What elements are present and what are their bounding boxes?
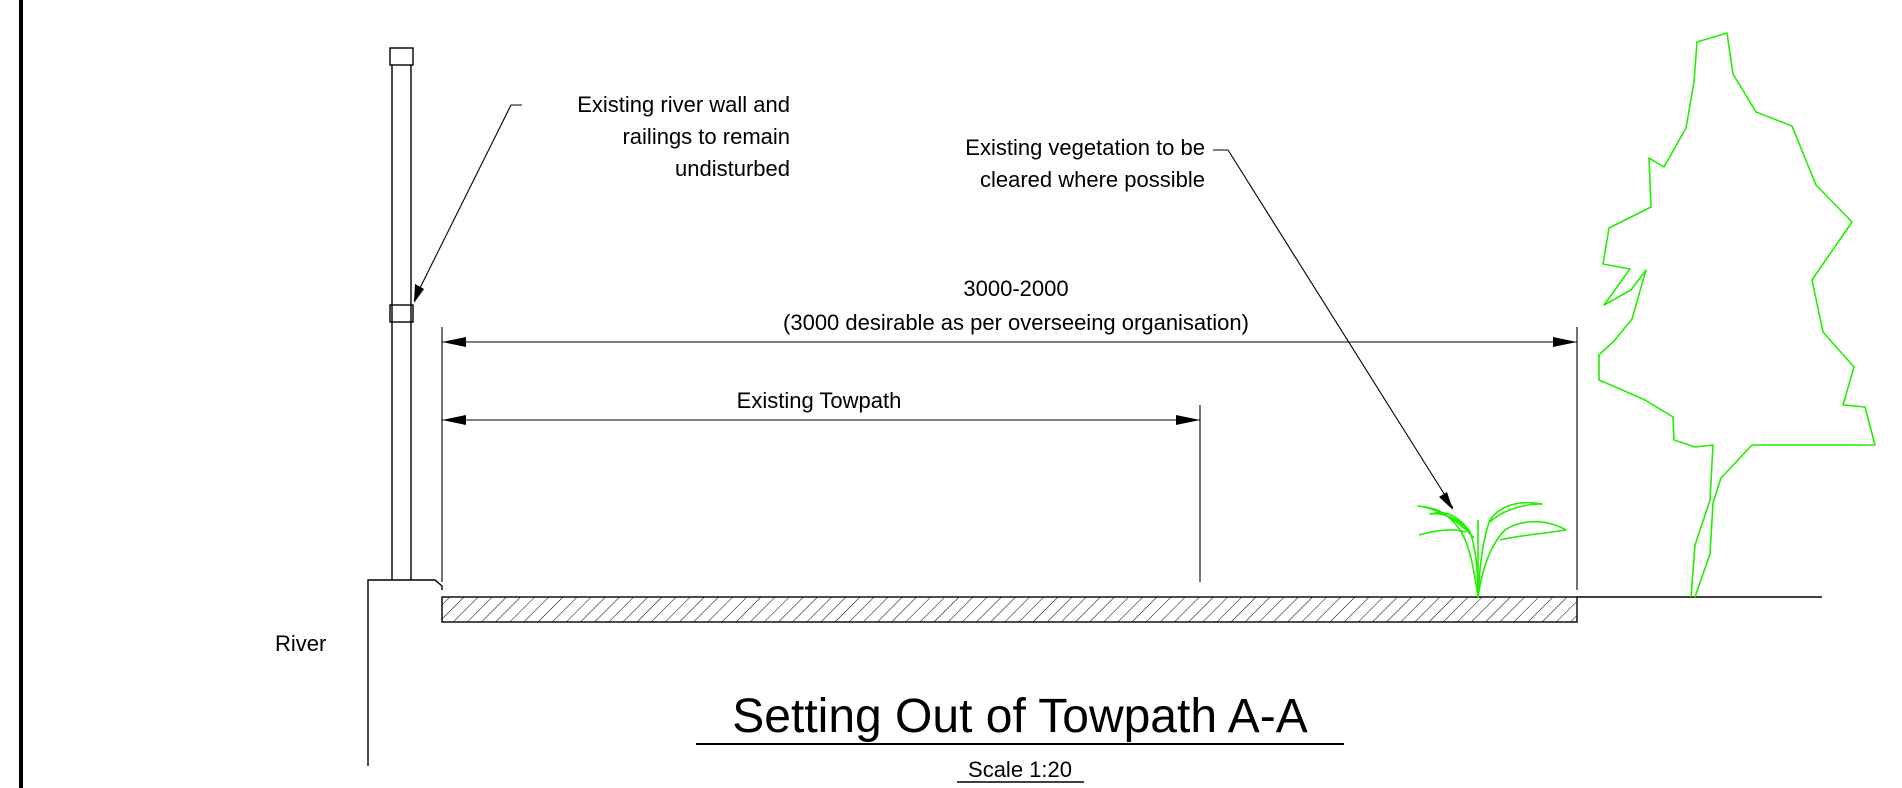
- leader-wall: [413, 104, 522, 303]
- drawing-scale: Scale 1:20: [968, 757, 1072, 782]
- drawing-title: Setting Out of Towpath A-A: [732, 690, 1307, 743]
- railing-post-icon: [389, 47, 414, 580]
- river-wall: [367, 579, 443, 766]
- dimension-arrow-icon: [1553, 337, 1577, 347]
- dimension-arrow-icon: [1176, 415, 1200, 425]
- vegetation-annotation-line-2: cleared where possible: [980, 167, 1205, 192]
- wall-annotation-line-2: railings to remain: [622, 124, 790, 149]
- dim-line-existing: [442, 415, 1200, 425]
- leader-arrow-icon: [1439, 492, 1453, 510]
- dim-new-width-value: 3000-2000: [963, 276, 1068, 301]
- vegetation-annotation-line-1: Existing vegetation to be: [965, 135, 1205, 160]
- river-label: River: [275, 631, 326, 656]
- dimension-arrow-icon: [442, 337, 466, 347]
- leader-vegetation: [1213, 149, 1454, 510]
- dimension-arrow-icon: [442, 415, 466, 425]
- towpath-hatch: [441, 596, 1578, 623]
- leader-arrow-icon: [414, 284, 424, 303]
- shrub-icon: [1417, 501, 1567, 598]
- dim-existing-label: Existing Towpath: [737, 388, 902, 413]
- dim-line-new-width: [442, 337, 1577, 347]
- dim-new-width-note: (3000 desirable as per overseeing organi…: [783, 310, 1249, 335]
- tree-icon: [1598, 32, 1876, 598]
- wall-annotation-line-1: Existing river wall and: [577, 92, 790, 117]
- wall-annotation-line-3: undisturbed: [675, 156, 790, 181]
